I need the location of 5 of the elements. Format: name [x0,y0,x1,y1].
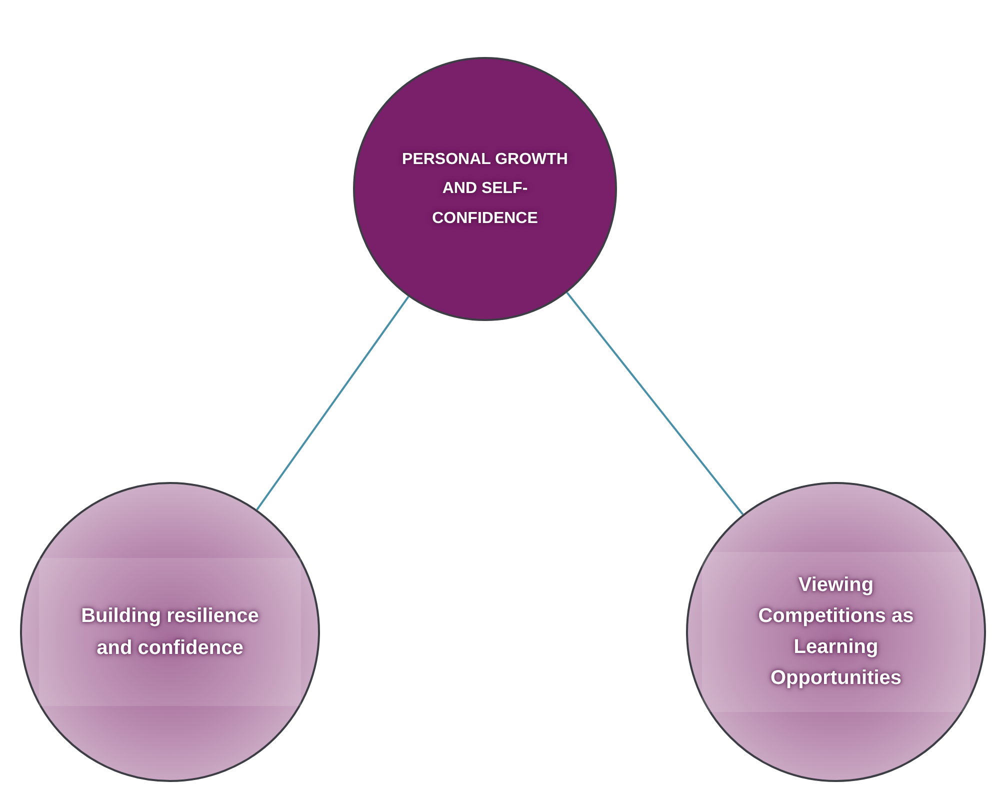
connector-line [256,296,410,510]
circle-label: PERSONAL GROWTH AND SELF-CONFIDENCE [401,150,569,229]
circle-label: Viewing Competitions as Learning Opportunities [757,573,915,691]
connector-line [566,292,744,516]
circle-label: Building resilience and confidence [80,604,260,661]
